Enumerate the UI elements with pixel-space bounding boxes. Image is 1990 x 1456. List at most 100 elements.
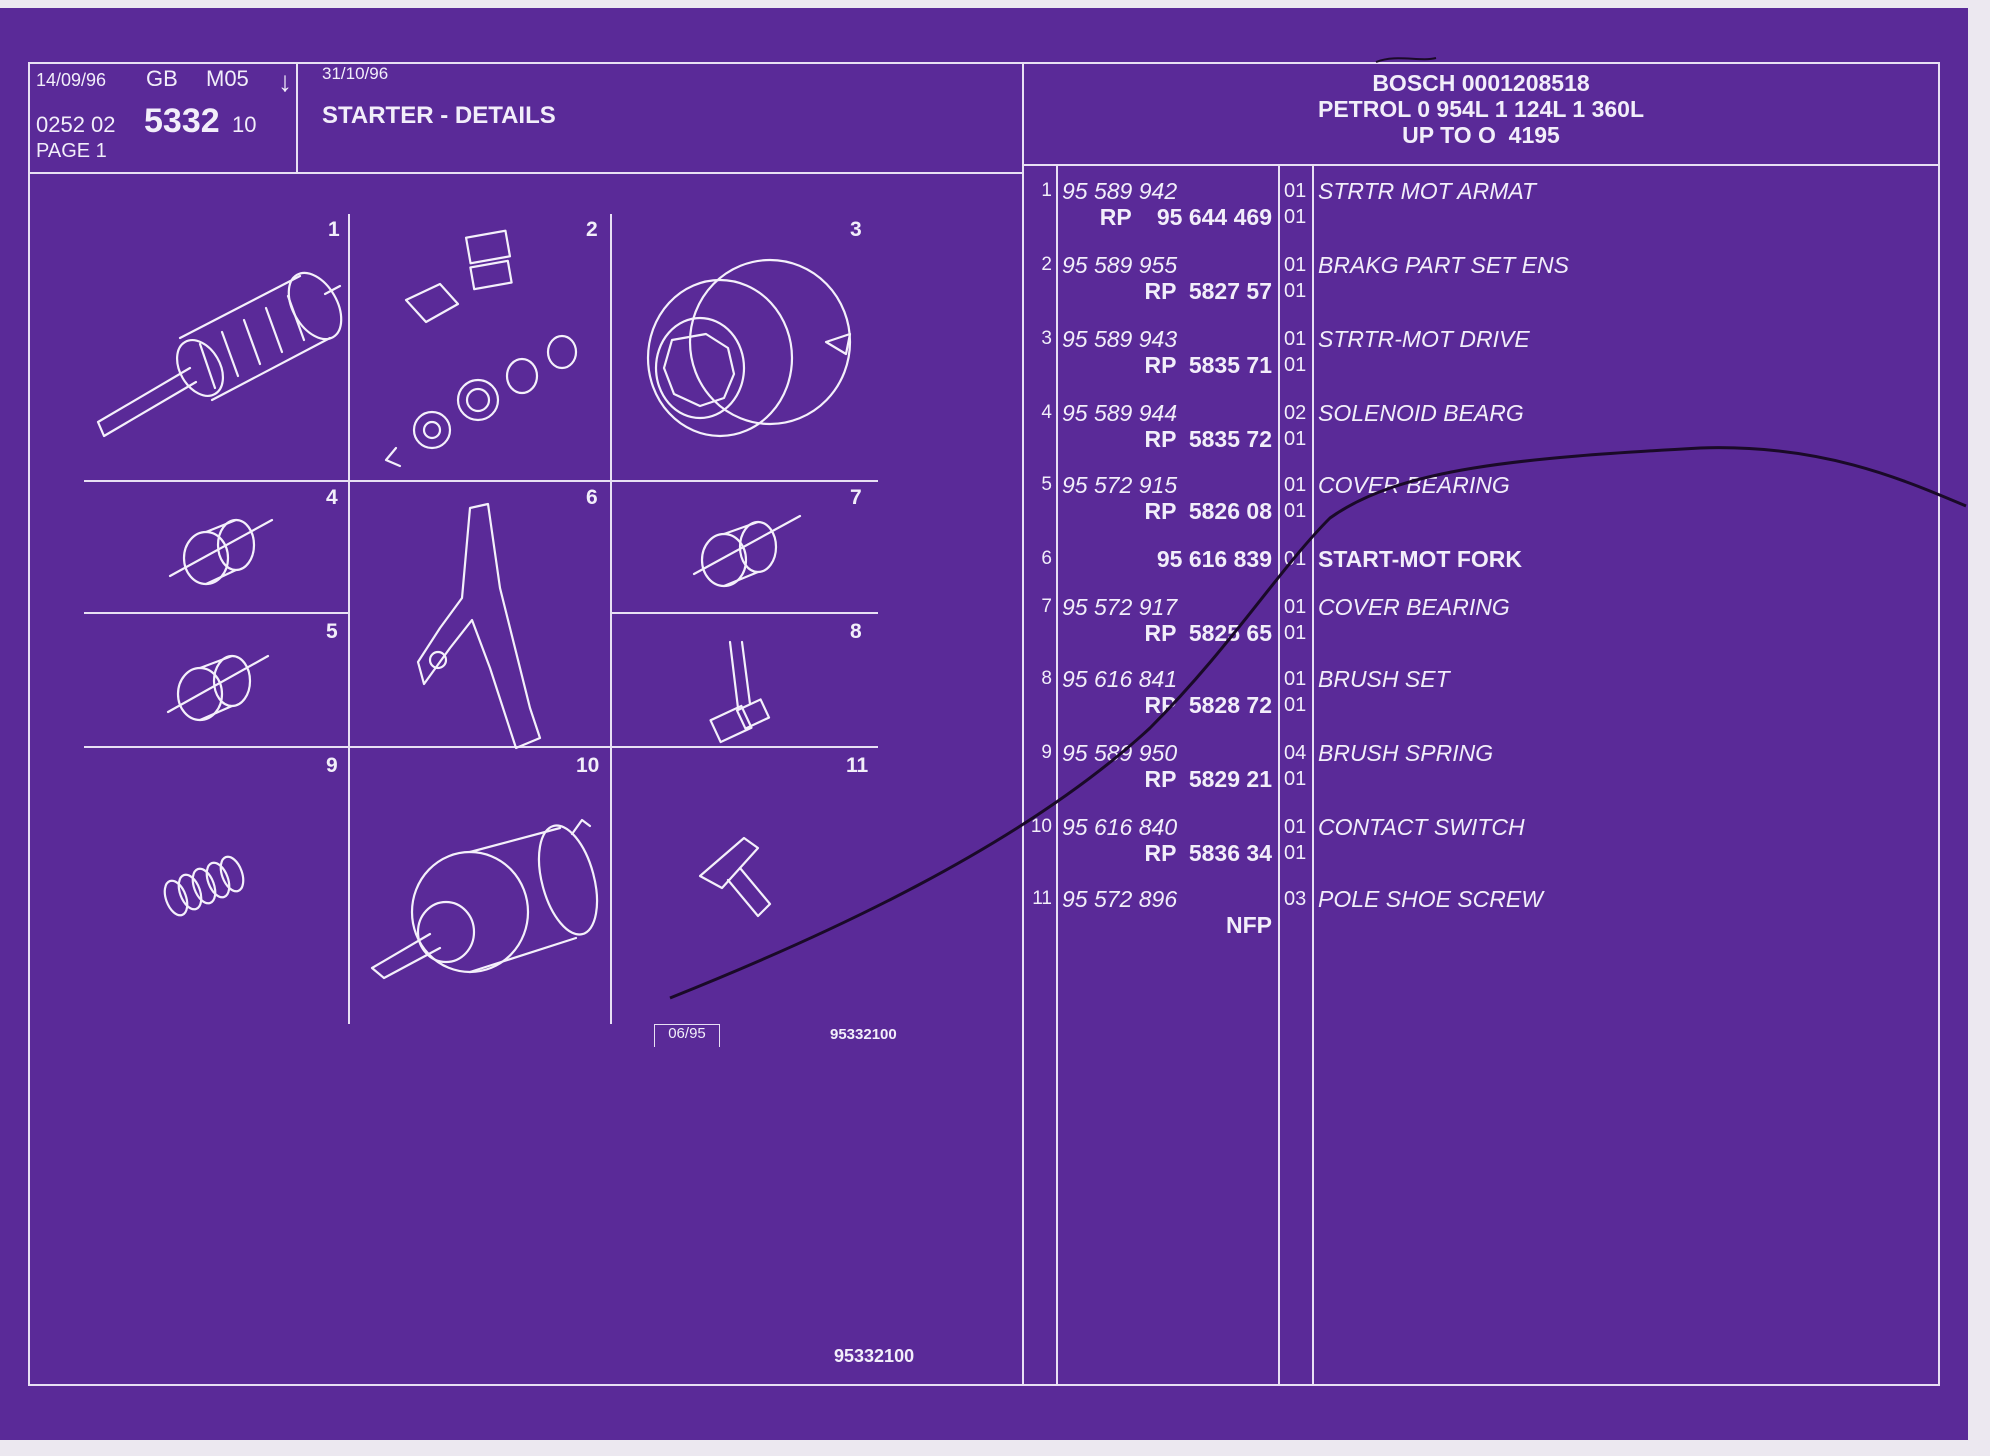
spec-line-3-text: UP TO O 4195 <box>1402 122 1560 148</box>
quantity-secondary: 01 <box>1284 206 1307 228</box>
spring-illustration <box>163 855 245 917</box>
down-arrow-icon: ↓ <box>278 66 292 97</box>
cell-number-1: 1 <box>328 218 340 241</box>
part-number: 95 589 943 <box>1062 326 1178 352</box>
quantity: 01 <box>1284 180 1307 202</box>
code-prefix: 0252 02 <box>36 112 116 137</box>
grid-h1 <box>84 480 878 482</box>
quantity-secondary: 01 <box>1284 842 1307 864</box>
fork-illustration <box>416 502 542 750</box>
part-number: 95 616 841 <box>1062 666 1178 692</box>
row-number: 1 <box>1041 180 1052 201</box>
part-description: COVER BEARING <box>1318 472 1510 498</box>
header-rule-right <box>1022 164 1940 166</box>
replacement-number: RP 5825 65 <box>1144 620 1272 646</box>
divider-main <box>1022 62 1024 1386</box>
parts-sheet: 14/09/96 GB M05 ↓ 0252 02 5332 10 PAGE 1… <box>0 8 1968 1440</box>
part-number: 95 589 944 <box>1062 400 1178 426</box>
cell-number-8: 8 <box>850 620 862 643</box>
row-number: 2 <box>1041 254 1052 275</box>
spec-line-1: BOSCH 0001208518 <box>1022 70 1940 97</box>
part-description: BRUSH SPRING <box>1318 740 1494 766</box>
spec-line-1-text: BOSCH 0001208518 <box>1372 70 1590 96</box>
armature-illustration <box>96 271 343 438</box>
row-number: 7 <box>1041 596 1052 617</box>
replacement-number: RP 5835 71 <box>1144 352 1272 378</box>
replacement-number: RP 5835 72 <box>1144 426 1272 452</box>
row-number: 10 <box>1030 816 1052 837</box>
replacement-number: NFP <box>1226 912 1272 938</box>
replacement-number: RP 5828 72 <box>1144 692 1272 718</box>
row-number: 11 <box>1032 888 1052 909</box>
spec-line-2-text: PETROL 0 954L 1 124L 1 360L <box>1317 96 1645 122</box>
replacement-number: RP 5827 57 <box>1144 278 1272 304</box>
quantity: 01 <box>1284 474 1307 496</box>
header-rule-left <box>28 172 1024 174</box>
bearing-7-illustration <box>692 514 802 588</box>
cell-number-7: 7 <box>850 486 862 509</box>
grid-h3 <box>84 746 878 748</box>
cell-number-2: 2 <box>586 218 598 241</box>
row-number: 6 <box>1041 548 1052 569</box>
brush-illustration <box>709 640 771 744</box>
country-code: GB <box>146 66 178 91</box>
page-label: PAGE 1 <box>36 140 107 162</box>
pen-stroke-mark <box>669 57 1967 1000</box>
drawing-date-box: 06/95 <box>654 1024 720 1047</box>
brake-set-illustration <box>384 229 578 468</box>
cell-number-5: 5 <box>326 620 338 643</box>
part-number: 95 589 955 <box>1062 252 1178 278</box>
quantity: 04 <box>1284 742 1307 764</box>
quantity: 01 <box>1284 668 1307 690</box>
part-number: 95 572 917 <box>1062 594 1178 620</box>
spec-line-3: UP TO O 4195 <box>1022 122 1940 149</box>
part-description: COVER BEARING <box>1318 594 1510 620</box>
date-left: 14/09/96 <box>36 70 107 90</box>
cell-number-10: 10 <box>576 754 600 777</box>
replacement-number: RP 95 644 469 <box>1099 204 1272 230</box>
drawing-ref-small: 95332100 <box>830 1026 897 1043</box>
row-number: 4 <box>1041 402 1052 423</box>
code-main: 5332 <box>144 102 220 140</box>
part-number: 95 589 942 <box>1062 178 1178 204</box>
part-description: SOLENOID BEARG <box>1318 400 1524 426</box>
starter-drive-illustration <box>646 258 852 438</box>
drawing-ref-bottom: 95332100 <box>834 1346 915 1366</box>
part-description: START-MOT FORK <box>1318 546 1522 572</box>
divider-qty-col <box>1278 164 1280 1386</box>
part-description: POLE SHOE SCREW <box>1318 886 1543 912</box>
quantity: 01 <box>1284 328 1307 350</box>
cell-number-4: 4 <box>326 486 338 509</box>
pole-shoe-screw-illustration <box>698 836 772 918</box>
grid-v2 <box>610 214 612 1024</box>
replacement-number: RP 5829 21 <box>1144 766 1272 792</box>
bearing-5-illustration <box>166 654 270 722</box>
replacement-number: 95 616 839 <box>1156 546 1272 572</box>
quantity: 01 <box>1284 254 1307 276</box>
bearing-4-illustration <box>168 518 274 586</box>
quantity: 03 <box>1284 888 1307 910</box>
part-description: BRAKG PART SET ENS <box>1318 252 1569 278</box>
spec-line-2: PETROL 0 954L 1 124L 1 360L <box>1022 96 1940 123</box>
grid-h2-left <box>84 612 348 614</box>
outer-border <box>28 62 1940 1386</box>
grid-h2-right <box>610 612 878 614</box>
quantity-secondary: 01 <box>1284 428 1307 450</box>
replacement-number: RP 5826 08 <box>1144 498 1272 524</box>
date-right: 31/10/96 <box>322 64 389 83</box>
cell-number-3: 3 <box>850 218 862 241</box>
part-description: CONTACT SWITCH <box>1318 814 1525 840</box>
row-number: 8 <box>1041 668 1052 689</box>
code-suffix: 10 <box>232 112 257 137</box>
replacement-number: RP 5836 34 <box>1144 840 1272 866</box>
quantity: 02 <box>1284 402 1307 424</box>
drawing-date-text: 06/95 <box>668 1025 706 1042</box>
page-title: STARTER - DETAILS <box>322 102 556 129</box>
quantity-secondary: 01 <box>1284 694 1307 716</box>
quantity: 01 <box>1284 596 1307 618</box>
part-number: 95 616 840 <box>1062 814 1178 840</box>
part-description: STRTR MOT ARMAT <box>1318 178 1537 204</box>
part-number: 95 572 915 <box>1062 472 1178 498</box>
grid-v1 <box>348 214 350 1024</box>
row-number: 3 <box>1041 328 1052 349</box>
